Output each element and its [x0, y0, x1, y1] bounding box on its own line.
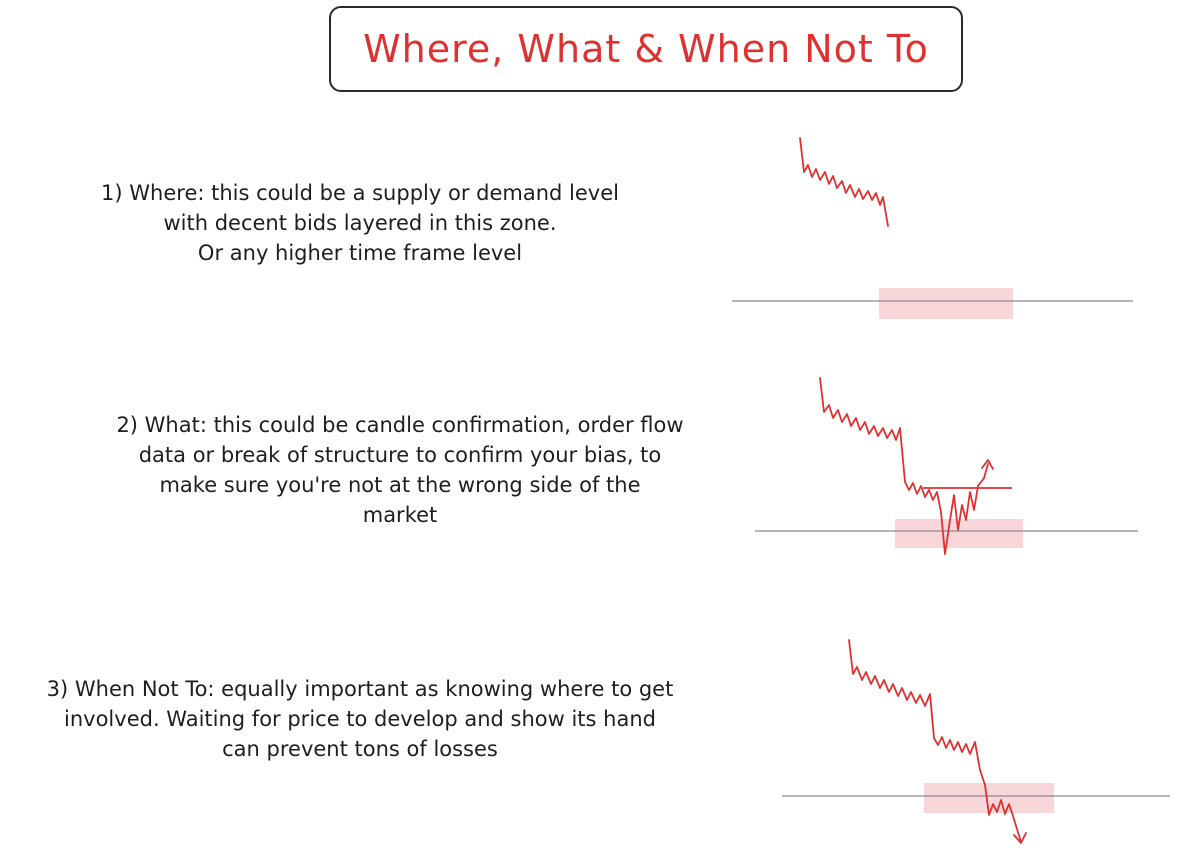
point-where-line: 1) Where: this could be a supply or dema… [101, 181, 619, 205]
point-what-line: data or break of structure to confirm yo… [138, 443, 662, 467]
arrow-up-icon [981, 459, 994, 470]
point-what-line: 2) What: this could be candle confirmati… [116, 413, 684, 437]
price-path [799, 137, 889, 227]
demand-zone [924, 783, 1054, 813]
point-what-line: make sure you're not at the wrong side o… [159, 473, 641, 497]
arrow-down-icon [1013, 832, 1027, 844]
sketch-what [755, 377, 1138, 555]
price-path [848, 639, 1022, 843]
point-what-line: market [362, 503, 438, 527]
page-title: Where, What & When Not To [363, 27, 929, 71]
point-what: 2) What: this could be candle confirmati… [40, 410, 760, 530]
point-when-not-to-line: 3) When Not To: equally important as kno… [46, 677, 674, 701]
demand-zone [879, 288, 1013, 319]
demand-zone [895, 519, 1023, 548]
point-where-line: with decent bids layered in this zone. [163, 211, 557, 235]
sketch-when-not-to [782, 639, 1170, 844]
sketch-where [732, 137, 1133, 319]
price-path [819, 377, 989, 555]
point-when-not-to-line: can prevent tons of losses [222, 737, 498, 761]
point-where-line: Or any higher time frame level [197, 241, 523, 265]
title-box: Where, What & When Not To [329, 6, 963, 92]
point-when-not-to: 3) When Not To: equally important as kno… [0, 674, 720, 764]
point-when-not-to-line: involved. Waiting for price to develop a… [64, 707, 656, 731]
point-where: 1) Where: this could be a supply or dema… [40, 178, 680, 268]
